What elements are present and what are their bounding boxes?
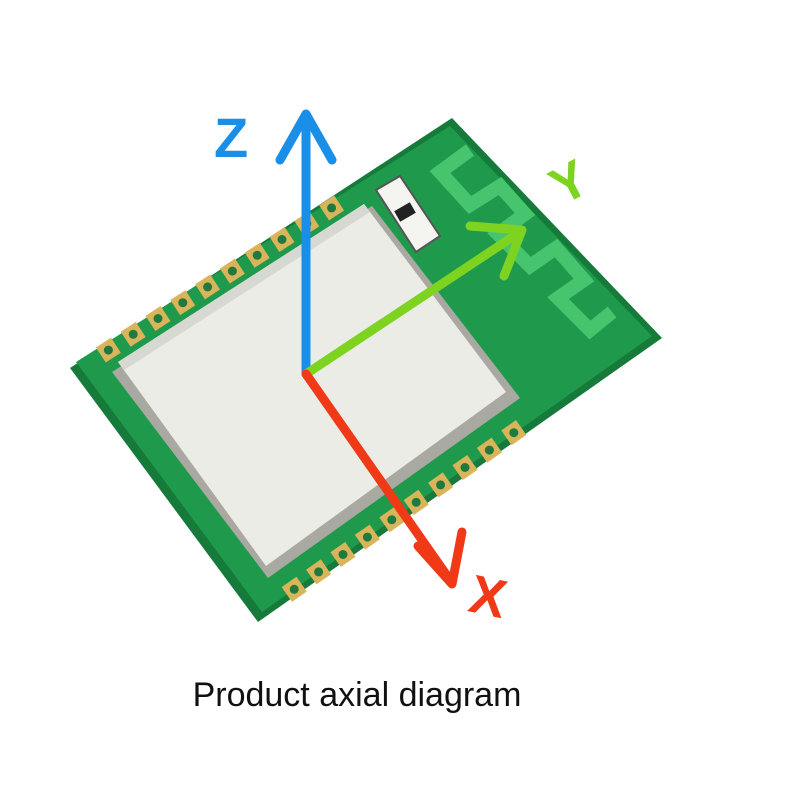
x-axis-line	[301, 369, 455, 585]
antenna-component	[374, 174, 442, 254]
pcb-pad-hole	[227, 266, 237, 276]
pcb-pad-hole	[178, 298, 188, 308]
caption: Product axial diagram	[192, 676, 522, 714]
pcb-pad-hole	[484, 445, 494, 455]
y-axis-arrowhead	[465, 221, 527, 281]
pcb-pad-hole	[153, 314, 163, 323]
pcb-pad-hole	[252, 250, 262, 260]
pcb-pad-hole	[327, 203, 337, 213]
pcb-pad-hole	[362, 532, 372, 542]
pcb-pad-hole	[103, 345, 113, 355]
pcb-pad-hole	[314, 567, 324, 577]
pcb-pad-hole	[289, 584, 299, 594]
z-axis-label: Z	[214, 106, 249, 169]
pads-top-edge	[95, 195, 345, 363]
pcb-pad-hole	[411, 497, 421, 507]
pcb-pad-hole	[460, 463, 470, 472]
pcb-pad-hole	[203, 282, 213, 292]
pcb-pad-hole	[509, 428, 519, 438]
pcb-pad-hole	[128, 329, 138, 339]
pcb-pad-hole	[277, 235, 287, 244]
x-axis-arrowhead	[413, 527, 467, 589]
pcb-pad-hole	[387, 515, 397, 525]
y-axis-line	[301, 227, 525, 379]
pcb-pad-hole	[436, 480, 446, 490]
axes	[275, 109, 527, 589]
pcb-pad-hole	[338, 550, 348, 559]
z-axis-arrowhead	[275, 109, 337, 165]
pads-bottom-edge	[281, 420, 527, 602]
